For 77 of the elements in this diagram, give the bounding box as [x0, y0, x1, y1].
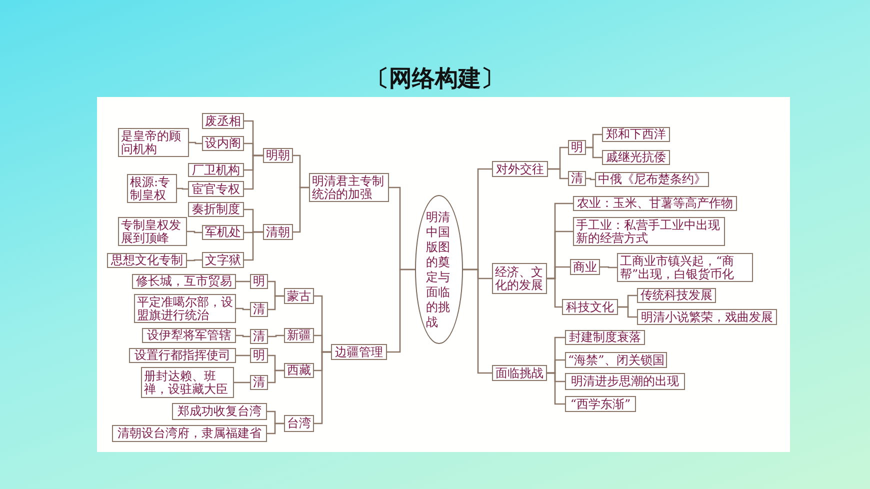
topic-box: 明: [250, 348, 268, 363]
connector-line: [236, 280, 250, 282]
topic-box: 是皇帝的顾问机构: [118, 128, 189, 157]
connector-line: [244, 154, 263, 190]
connector-line: [548, 168, 568, 180]
connector-line: [268, 334, 284, 338]
topic-box: 设内阁: [202, 136, 244, 151]
topic-box: 科技文化: [562, 299, 618, 315]
connector-line: [387, 268, 415, 353]
connector-line: [268, 295, 284, 310]
topic-box: 明: [250, 274, 268, 289]
title: 〔网络构建〕: [365, 64, 505, 94]
topic-box: 册封达赖、班禅，设驻藏大臣: [141, 367, 234, 398]
connector-line: [267, 422, 284, 434]
connector-line: [586, 146, 602, 158]
topic-box: 西藏: [284, 363, 314, 378]
topic-box: 明朝: [263, 148, 293, 163]
topic-box: 清: [250, 329, 268, 344]
topic-box: 新疆: [284, 328, 314, 343]
topic-box: 商业: [570, 259, 600, 275]
connector-line: [463, 268, 492, 374]
connector-line: [177, 188, 188, 190]
topic-box: 厂卫机构: [188, 163, 244, 177]
connector-line: [187, 230, 202, 234]
connector-line: [600, 266, 617, 268]
topic-box: 面临挑战: [492, 365, 547, 381]
topic-box: 清朝设台湾府，隶属福建省: [112, 425, 267, 442]
connector-line: [189, 142, 202, 144]
topic-box: 中俄《尼布楚条约》: [595, 172, 709, 187]
connector-line: [236, 334, 250, 338]
connector-line: [293, 186, 309, 233]
connector-line: [187, 259, 202, 262]
topic-box: 根源:专制皇权: [127, 174, 177, 203]
topic-box: 明清君主专制统治的加强: [309, 173, 389, 202]
topic-box: 工商业市镇兴起，“商帮”出现，白银货币化: [617, 253, 753, 282]
topic-box: 传统科技发展: [637, 288, 716, 303]
connector-line: [547, 372, 565, 405]
topic-box: 设伊犁将军管辖: [142, 328, 236, 343]
connector-line: [268, 370, 284, 384]
topic-box: 军机处: [202, 225, 244, 240]
connector-line: [244, 231, 263, 261]
topic-box: 修长城，互市贸易: [132, 274, 236, 289]
topic-box: 废丞相: [202, 113, 244, 129]
topic-box: 对外交往: [492, 161, 548, 177]
topic-box: 文字狱: [202, 252, 244, 268]
connector-line: [236, 354, 250, 356]
connector-line: [314, 351, 331, 424]
topic-box: 农业：玉米、甘薯等高产作物: [573, 196, 737, 211]
topic-box: 奏折制度: [188, 202, 244, 217]
topic-box: 清: [568, 171, 586, 186]
topic-box: “西学东渐”: [565, 396, 636, 412]
connector-line: [618, 306, 637, 318]
topic-box: 设置行都指挥使司: [129, 348, 236, 363]
topic-box: 边疆管理: [331, 344, 387, 360]
topic-box: 宦官专权: [188, 181, 244, 197]
topic-box: 封建制度衰落: [565, 330, 645, 345]
topic-box: 郑和下西洋: [602, 127, 670, 142]
topic-box: 平定准噶尔部，设盟旗进行统治: [134, 294, 236, 323]
connector-line: [586, 178, 595, 180]
topic-box: 蒙古: [284, 288, 314, 304]
topic-box: 明清进步思潮的出现: [565, 373, 685, 390]
topic-box: 手工业：私营手工业中出现新的经营方式: [573, 217, 725, 246]
topic-box: 明清小说繁荣，戏曲发展: [637, 309, 777, 325]
topic-box: 郑成功收复台湾: [172, 403, 267, 420]
topic-box: 台湾: [284, 415, 314, 432]
topic-box: 清: [250, 375, 268, 390]
topic-box: 清朝: [263, 224, 293, 240]
topic-box: 经济、文化的发展: [492, 263, 547, 294]
topic-box: 专制皇权发展到顶峰: [118, 217, 187, 246]
connector-line: [236, 308, 250, 310]
topic-box: 思想文化专制: [107, 253, 187, 268]
topic-box: 戚继光抗倭: [602, 150, 670, 165]
connector-line: [234, 382, 250, 384]
topic-box: 清: [250, 302, 268, 317]
topic-box: “海禁”、闭关锁国: [565, 352, 668, 368]
topic-box: 明: [568, 140, 586, 155]
connector-line: [547, 278, 562, 308]
